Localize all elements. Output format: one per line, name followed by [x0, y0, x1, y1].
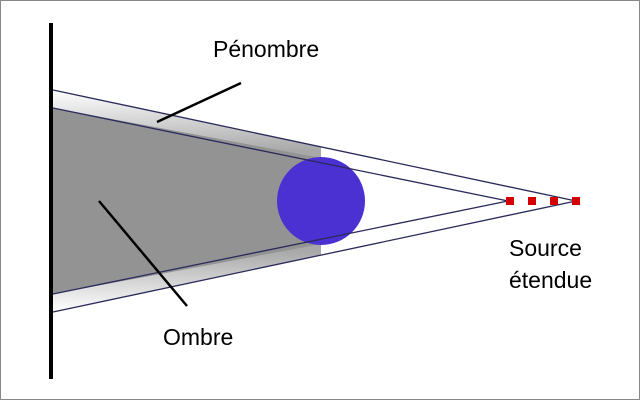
umbra-pointer — [98, 200, 188, 307]
penumbra-label: Pénombre — [213, 36, 320, 62]
source-label-line1: Source — [509, 235, 582, 261]
penumbra-top — [53, 90, 321, 159]
source-point — [572, 197, 580, 205]
ray-bottom-inner — [52, 200, 509, 295]
source-point — [506, 197, 514, 205]
umbra-label: Ombre — [163, 324, 234, 350]
ray-top-outer — [52, 89, 577, 202]
source-label-line2: étendue — [509, 267, 593, 293]
penumbra-pointer — [156, 81, 242, 124]
source-point — [550, 197, 558, 205]
ray-bottom-outer — [52, 200, 577, 313]
umbra-region — [53, 108, 321, 294]
ray-top-inner — [52, 107, 509, 202]
penumbra-bottom — [53, 243, 321, 312]
opaque-sphere — [277, 157, 365, 245]
source-point — [528, 197, 536, 205]
